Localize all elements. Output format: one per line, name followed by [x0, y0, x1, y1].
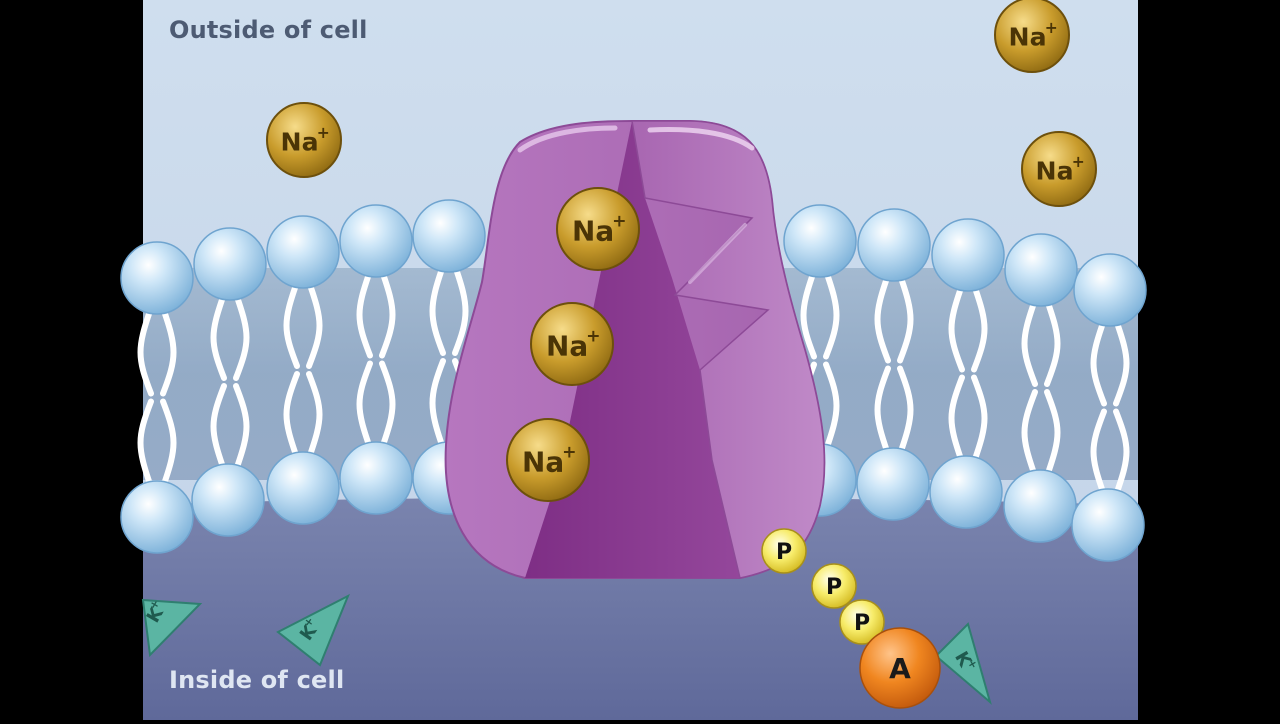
- sodium-ion-charge: +: [586, 327, 600, 347]
- phospholipid-head: [192, 464, 264, 536]
- phosphate-symbol: P: [854, 611, 870, 636]
- phospholipid-head: [413, 200, 485, 272]
- sodium-ion: Na+: [1022, 132, 1096, 206]
- sodium-ion: Na+: [995, 0, 1069, 72]
- phospholipid-head: [1072, 489, 1144, 561]
- sodium-ion: Na+: [557, 188, 639, 270]
- phospholipid-head: [267, 216, 339, 288]
- phospholipid-head: [194, 228, 266, 300]
- phospholipid-head: [121, 481, 193, 553]
- sodium-ion-symbol: Na: [572, 214, 614, 247]
- adenosine-symbol: A: [889, 652, 911, 685]
- sodium-ion-symbol: Na: [522, 445, 564, 478]
- inside-of-cell-label: Inside of cell: [169, 666, 344, 694]
- phospholipid-head: [267, 452, 339, 524]
- phospholipid-head: [1074, 254, 1146, 326]
- phospholipid-head: [340, 442, 412, 514]
- phospholipid-head: [857, 448, 929, 520]
- phosphate-symbol: P: [826, 575, 842, 600]
- phospholipid-head: [340, 205, 412, 277]
- phosphate-group: P: [812, 564, 856, 608]
- sodium-ion: Na+: [267, 103, 341, 177]
- sodium-ion-charge: +: [1045, 19, 1058, 37]
- phospholipid-head: [930, 456, 1002, 528]
- adenosine: A: [860, 628, 940, 708]
- sodium-ion-charge: +: [1072, 153, 1085, 171]
- phospholipid-head: [784, 205, 856, 277]
- phospholipid-head: [1004, 470, 1076, 542]
- sodium-ion: Na+: [531, 303, 613, 385]
- sodium-ion-charge: +: [562, 443, 576, 463]
- sodium-ion-symbol: Na: [281, 127, 319, 156]
- phospholipid-head: [121, 242, 193, 314]
- sodium-ion-symbol: Na: [546, 329, 588, 362]
- sodium-ion-charge: +: [317, 124, 330, 142]
- phosphate-symbol: P: [776, 540, 792, 565]
- sodium-ion-symbol: Na: [1009, 22, 1047, 51]
- phosphate-group: P: [762, 529, 806, 573]
- phospholipid-head: [932, 219, 1004, 291]
- phospholipid-head: [1005, 234, 1077, 306]
- sodium-ion-symbol: Na: [1036, 156, 1074, 185]
- sodium-ion-charge: +: [612, 212, 626, 232]
- outside-of-cell-label: Outside of cell: [169, 16, 368, 44]
- sodium-potassium-pump-protein: [446, 121, 825, 578]
- sodium-ion: Na+: [507, 419, 589, 501]
- phospholipid-head: [858, 209, 930, 281]
